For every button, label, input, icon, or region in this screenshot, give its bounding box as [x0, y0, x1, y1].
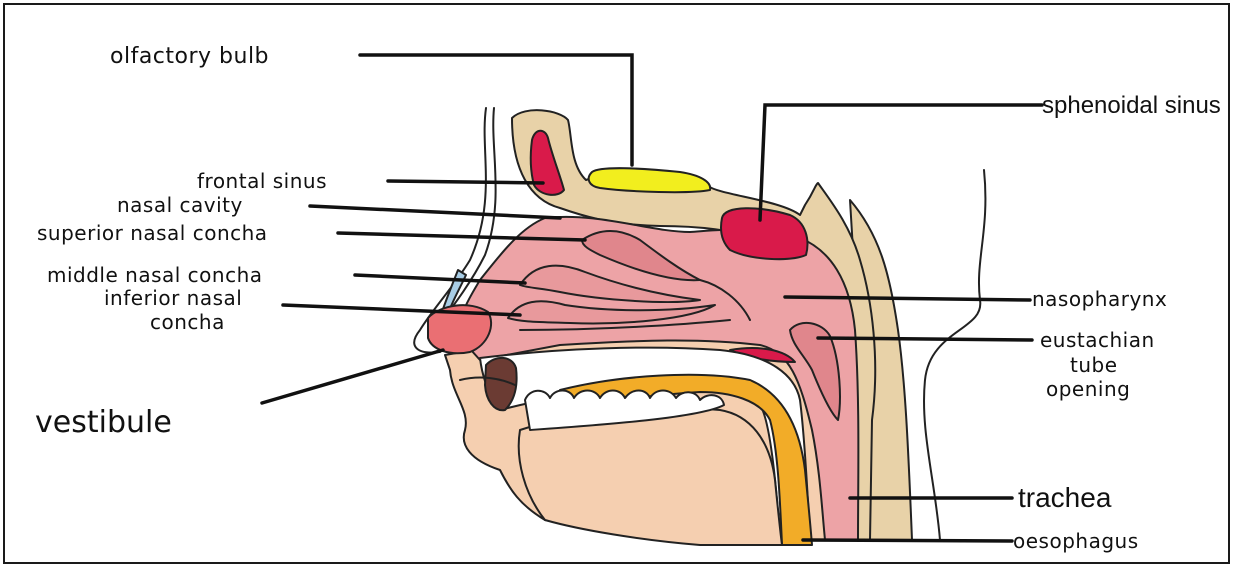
frontal-sinus-leader	[388, 181, 543, 183]
label-sphenoidal-sinus: sphenoidal sinus	[1042, 92, 1221, 119]
label-inferior-nasal-concha-2: concha	[150, 310, 225, 334]
oesophagus-leader	[803, 540, 1012, 541]
label-middle-nasal-concha: middle nasal concha	[47, 263, 263, 287]
label-eustachian-1: eustachian	[1040, 328, 1155, 352]
head-sagittal-section	[414, 108, 985, 545]
sphenoidal-sinus-leader	[760, 105, 1042, 220]
eustachian-leader	[818, 338, 1032, 340]
nasal-cavity-leader	[310, 206, 560, 218]
label-eustachian-3: opening	[1046, 377, 1130, 401]
label-eustachian-2: tube	[1070, 353, 1118, 377]
label-inferior-nasal-concha-1: inferior nasal	[104, 286, 242, 310]
label-olfactory-bulb: olfactory bulb	[110, 44, 269, 69]
label-nasopharynx: nasopharynx	[1032, 287, 1167, 311]
label-frontal-sinus: frontal sinus	[197, 169, 327, 193]
label-vestibule: vestibule	[35, 405, 172, 440]
olfactory-bulb-shape	[589, 168, 710, 192]
label-trachea: trachea	[1018, 482, 1112, 513]
label-oesophagus: oesophagus	[1013, 529, 1139, 553]
label-superior-nasal-concha: superior nasal concha	[37, 221, 268, 245]
olfactory-bulb-leader	[360, 55, 632, 165]
back-of-neck-line	[924, 170, 985, 540]
vestibule-leader	[262, 350, 443, 403]
label-nasal-cavity: nasal cavity	[117, 193, 243, 217]
